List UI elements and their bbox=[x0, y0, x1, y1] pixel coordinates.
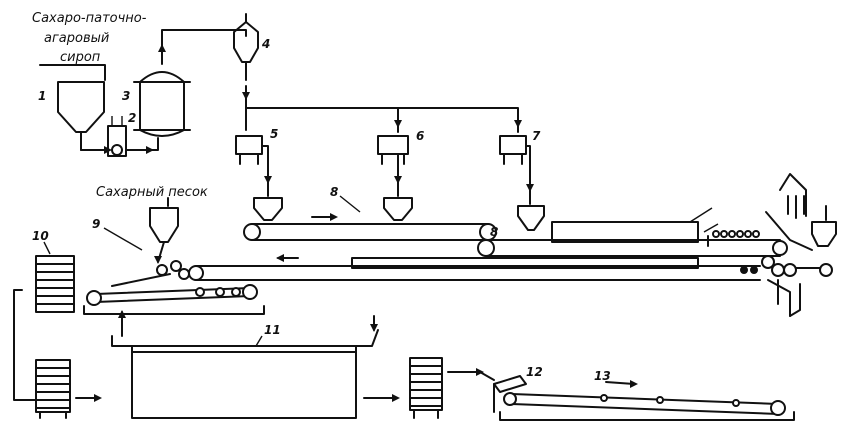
doser-5 bbox=[235, 135, 272, 197]
syrup-label-line2: агаровый bbox=[44, 31, 109, 46]
sugar-hopper-9 bbox=[149, 197, 179, 264]
syrup-label-line3: сироп bbox=[60, 50, 101, 65]
label-11: 11 bbox=[264, 323, 281, 337]
funnel-under-5 bbox=[253, 197, 283, 221]
cooker-3 bbox=[133, 44, 191, 137]
syrup-label-line1: Сахаро-паточно- bbox=[32, 11, 147, 26]
cutter-assembly bbox=[740, 173, 837, 317]
pump-2 bbox=[107, 116, 127, 157]
label-3: 3 bbox=[122, 89, 130, 103]
label-4: 4 bbox=[261, 37, 270, 51]
conveyor-8 bbox=[243, 213, 497, 241]
pipe-cooker-to-collector bbox=[161, 29, 247, 47]
collector-4 bbox=[233, 13, 259, 81]
funnel-under-7 bbox=[517, 205, 545, 231]
return-conveyor bbox=[188, 254, 761, 281]
label-1: 1 bbox=[38, 89, 46, 103]
label-13: 13 bbox=[594, 369, 611, 383]
knockout-device-12 bbox=[493, 375, 527, 413]
packing-conveyor-13 bbox=[499, 380, 795, 421]
label-10: 10 bbox=[32, 229, 49, 243]
funnel-under-6 bbox=[383, 197, 413, 221]
tank-1 bbox=[57, 81, 105, 151]
label-2: 2 bbox=[128, 111, 136, 125]
label-12: 12 bbox=[526, 365, 543, 379]
middle-conveyor bbox=[477, 207, 781, 257]
doser-7 bbox=[499, 135, 534, 205]
label-7: 7 bbox=[532, 129, 541, 143]
coating-conveyor bbox=[83, 260, 265, 315]
distribution-header bbox=[242, 85, 522, 133]
doser-6 bbox=[377, 135, 409, 197]
tray-stack-10 bbox=[35, 255, 75, 313]
tray-stack-after-dryer bbox=[409, 357, 495, 419]
drying-chamber-11 bbox=[111, 310, 400, 419]
tray-stack-lower bbox=[35, 359, 102, 419]
label-5: 5 bbox=[270, 127, 278, 141]
label-8-top: 8 bbox=[330, 185, 338, 199]
sugar-label: Сахарный песок bbox=[96, 185, 208, 200]
label-8: 8 bbox=[490, 225, 498, 239]
label-6: 6 bbox=[416, 129, 424, 143]
label-9: 9 bbox=[92, 217, 100, 231]
tray-return-line bbox=[13, 289, 37, 401]
syrup-feed-line bbox=[39, 64, 106, 81]
